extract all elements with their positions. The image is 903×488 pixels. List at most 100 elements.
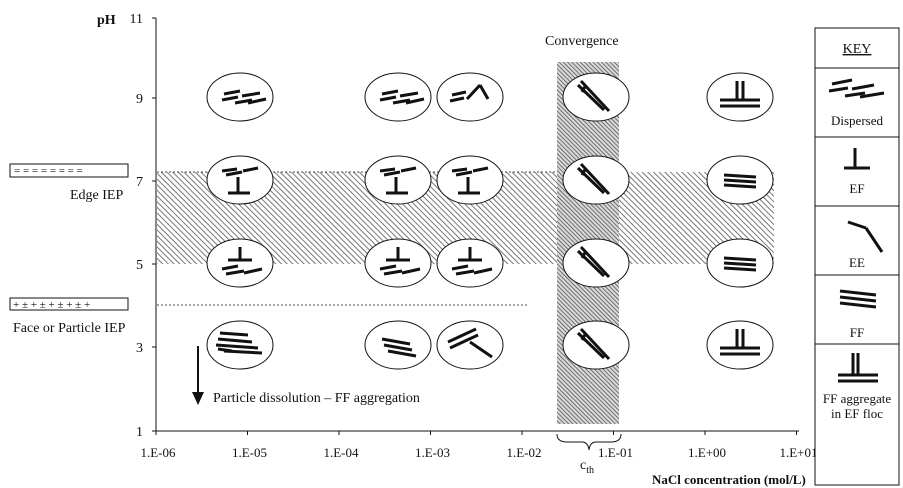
particle-plate — [449, 333, 479, 350]
ellipse-outline — [206, 238, 274, 288]
y-tick-label: 5 — [136, 258, 143, 273]
particle-plate — [400, 166, 417, 173]
x-tick-label: 1.E+00 — [688, 445, 726, 460]
key-label-ff-aggregate-line2: in EF floc — [831, 406, 883, 421]
particle-plate — [472, 166, 489, 173]
y-tick-label: 7 — [136, 175, 143, 190]
cth-label: cth — [580, 458, 594, 476]
particle-plate — [234, 98, 253, 105]
particle-plate — [580, 250, 588, 259]
particle-plate — [243, 267, 263, 275]
aggregation-ellipse-dispersed — [206, 72, 274, 122]
particle-plate — [217, 337, 253, 344]
aggregation-ellipse-efMixLow — [436, 238, 504, 288]
face-iep-signs: + ± + ± + ± + ± + — [13, 299, 90, 311]
x-tick-label: 1.E-01 — [598, 445, 633, 460]
particle-plate — [225, 269, 245, 276]
dissolution-label: Particle dissolution – FF aggregation — [213, 391, 420, 406]
particle-plate — [399, 91, 419, 98]
ellipse-outline — [436, 320, 504, 370]
y-tick-label: 1 — [136, 425, 143, 440]
particle-plate — [379, 167, 396, 173]
aggregation-ellipse-ffDissolved — [206, 320, 274, 370]
particle-plate — [580, 167, 588, 176]
y-tick-label: 3 — [136, 341, 143, 356]
edge-iep-annotation: = = = = = = = = Edge IEP — [9, 163, 129, 203]
y-tick-label: 11 — [130, 12, 143, 27]
x-tick-label: 1.E-03 — [415, 445, 450, 460]
particle-plate — [221, 264, 239, 271]
aggregation-ellipse-efMix — [206, 155, 274, 205]
key-label-ff-aggregate-line1: FF aggregate — [823, 391, 891, 406]
particle-plate — [451, 167, 468, 173]
dispersed-plates-icon — [828, 78, 885, 99]
particle-plate — [580, 84, 588, 93]
aggregation-ellipse-efMixLow — [206, 238, 274, 288]
aggregation-ellipse-dispersed — [364, 72, 432, 122]
particle-plate — [465, 83, 482, 101]
particle-plate — [405, 97, 425, 105]
ellipse-outline — [206, 72, 274, 122]
particle-plate — [381, 89, 399, 96]
particle-plate — [241, 91, 261, 98]
convergence-label: Convergence — [545, 34, 619, 49]
particle-plate — [451, 90, 467, 97]
particle-plate — [217, 347, 233, 353]
key-label-dispersed: Dispersed — [831, 113, 883, 128]
x-tick-label: 1.E+01 — [779, 445, 817, 460]
particle-plate — [723, 261, 757, 267]
y-tick-label: 9 — [136, 92, 143, 107]
aggregation-ellipse-edgeStack — [562, 155, 630, 205]
particle-plate — [215, 343, 259, 350]
x-tick-label: 1.E-04 — [323, 445, 359, 460]
particle-plate — [478, 84, 490, 100]
particle-plate — [392, 98, 411, 105]
aggregation-ellipse-edgeStack — [562, 238, 630, 288]
key-label-ee: EE — [849, 255, 865, 270]
particle-plate — [469, 340, 493, 359]
aggregation-ellipse-edgeStack — [562, 72, 630, 122]
particle-plate — [379, 95, 397, 102]
key-label-ef: EF — [849, 181, 864, 196]
ellipse-outline — [706, 320, 774, 370]
aggregation-ellipse-ffSmall — [364, 320, 432, 370]
key-panel: KEY Dispersed EF EE FF — [814, 27, 900, 486]
aggregation-ellipse-efMixLow — [364, 238, 432, 288]
x-axis-title: NaCl concentration (mol/L) — [652, 472, 806, 487]
face-face-icon — [839, 289, 877, 309]
aggregation-ellipse-ffDiag — [436, 320, 504, 370]
particle-plate — [379, 264, 397, 271]
ff-aggregate-ef-floc-icon — [838, 353, 878, 383]
ellipse-outline — [364, 320, 432, 370]
aggregation-ellipse-efMix — [364, 155, 432, 205]
particle-plate — [449, 96, 465, 103]
edge-iep-label: Edge IEP — [70, 188, 123, 203]
particle-plate — [221, 167, 238, 173]
particle-plate — [723, 256, 757, 262]
ellipse-outline — [364, 238, 432, 288]
particle-plate — [383, 343, 413, 352]
aggregation-ellipse-ffEF — [706, 72, 774, 122]
particle-plate — [383, 269, 403, 276]
x-tick-label: 1.E-06 — [140, 445, 176, 460]
key-label-ff: FF — [850, 325, 864, 340]
particle-plate — [219, 331, 249, 337]
edge-face-icon — [844, 148, 870, 170]
particle-plate — [401, 267, 421, 275]
aggregation-states — [206, 72, 774, 370]
face-iep-annotation: + ± + ± + ± + ± + Face or Particle IEP — [9, 297, 129, 336]
particle-plate — [473, 267, 493, 275]
ellipse-outline — [206, 155, 274, 205]
particle-plate — [381, 337, 411, 346]
particle-plate — [580, 332, 588, 341]
face-iep-label: Face or Particle IEP — [13, 321, 126, 336]
particle-plate — [723, 178, 757, 184]
ellipse-outline — [436, 238, 504, 288]
particle-plate — [247, 97, 267, 105]
particle-plate — [242, 166, 259, 173]
aggregation-ellipse-efMix — [436, 155, 504, 205]
particle-plate — [455, 170, 473, 177]
